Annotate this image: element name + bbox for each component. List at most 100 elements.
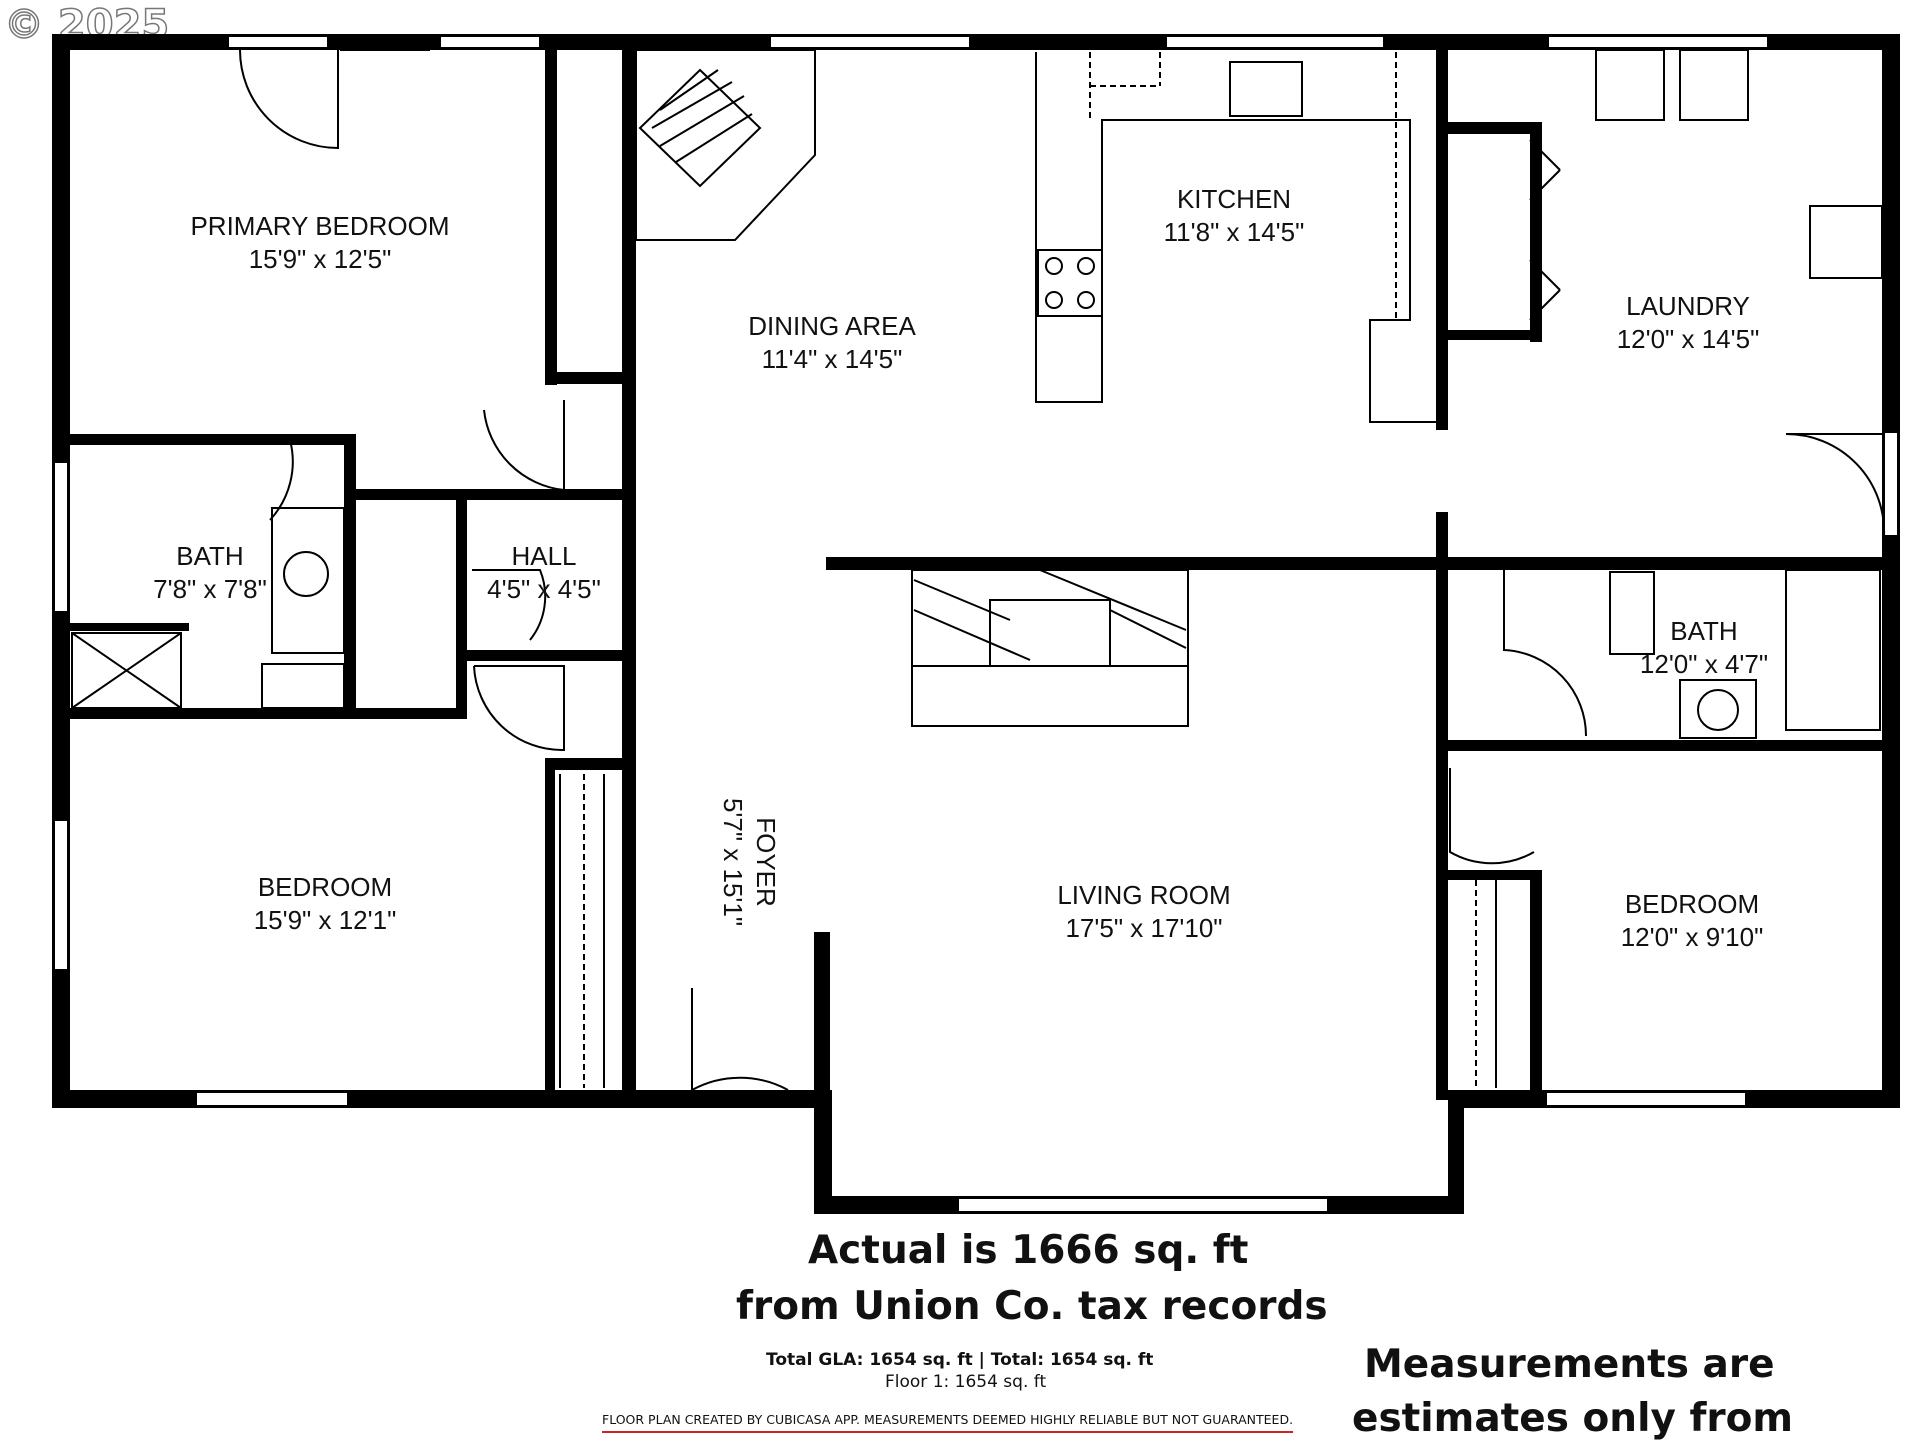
wall-living-top <box>826 557 1900 570</box>
floor-sqft: Floor 1: 1654 sq. ft <box>885 1372 1047 1392</box>
door-swing <box>472 569 547 641</box>
room-dims-bath2: 12'0" x 4'7" <box>1640 649 1768 679</box>
window <box>1883 431 1899 537</box>
wall-bath2-bottom <box>1448 740 1900 751</box>
wall-closet-bottom <box>545 372 635 384</box>
hearth-base <box>911 665 1189 727</box>
room-dims-living: 17'5" x 17'10" <box>1065 913 1222 943</box>
bath1-shower <box>71 632 182 709</box>
door-swing <box>1503 564 1588 737</box>
room-dims-kitchen: 11'8" x 14'5" <box>1164 217 1305 247</box>
wall-living-left <box>814 932 830 1102</box>
window <box>1165 35 1385 49</box>
room-dims-dining: 11'4" x 14'5" <box>762 344 903 374</box>
room-name-foyer: FOYER <box>751 817 781 907</box>
wall-laundry-closet-3 <box>1530 122 1542 342</box>
wall-bath-shower <box>64 623 189 631</box>
stove-hatch <box>638 68 762 188</box>
windows <box>53 35 1899 1213</box>
window <box>957 1197 1329 1213</box>
wall-laundry-closet-2 <box>1448 330 1538 340</box>
wall-laundry-closet <box>1448 122 1538 134</box>
wall-bed-closet-left <box>545 50 557 385</box>
corner-stove <box>635 49 816 241</box>
wall-bath-right <box>344 434 356 719</box>
wall-dining-left <box>622 50 636 1095</box>
wall-hall-bottom <box>467 650 634 661</box>
wall-bottom-left <box>52 1090 814 1108</box>
door-swing <box>1785 432 1886 537</box>
room-dims-bedroom1: 15'9" x 12'1" <box>254 905 397 935</box>
room-dims-bath1: 7'8" x 7'8" <box>153 574 267 604</box>
hearth <box>911 569 1189 667</box>
wall-bump-left <box>814 1090 832 1212</box>
measurements-note-line1: Measurements are <box>1364 1342 1775 1387</box>
wall-bed-closet-top <box>545 758 635 770</box>
kitchen-counter <box>1035 52 1436 423</box>
bath1-vanity <box>271 507 345 654</box>
door-swing <box>1449 768 1535 865</box>
room-name-hall: HALL <box>511 541 576 571</box>
bath2-sink <box>1697 689 1739 731</box>
washer <box>1595 49 1665 121</box>
dryer <box>1679 49 1749 121</box>
kitchen-sink <box>1229 61 1303 117</box>
window <box>227 35 329 49</box>
window <box>1547 35 1769 49</box>
room-name-kitchen: KITCHEN <box>1177 184 1291 214</box>
wall-bed2-closet-side <box>1530 870 1542 1090</box>
room-name-dining: DINING AREA <box>748 311 916 341</box>
wall-bump-right <box>1448 1090 1464 1212</box>
door-swing <box>239 49 339 150</box>
window <box>53 819 69 971</box>
room-name-living: LIVING ROOM <box>1057 880 1230 910</box>
window <box>195 1091 349 1107</box>
door-swing <box>473 665 565 752</box>
total-gla: Total GLA: 1654 sq. ft | Total: 1654 sq.… <box>766 1350 1154 1370</box>
bath1-sink <box>283 551 329 597</box>
room-name-bedroom2: BEDROOM <box>1625 889 1759 919</box>
window <box>769 35 971 49</box>
wall-bed2-closet <box>1448 870 1540 880</box>
wall-hall-top <box>344 489 634 500</box>
room-dims-foyer: 5'7" x 15'1" <box>718 798 748 926</box>
disclaimer: FLOOR PLAN CREATED BY CUBICASA APP. MEAS… <box>602 1412 1294 1433</box>
laundry-counter <box>1809 205 1883 279</box>
wall-living-right <box>1436 570 1448 1100</box>
room-dims-hall: 4'5" x 4'5" <box>487 574 601 604</box>
window <box>1545 1091 1747 1107</box>
wall-hall-left <box>456 489 467 719</box>
room-name-bath2: BATH <box>1670 616 1737 646</box>
fixtures <box>71 49 1883 739</box>
actual-sqft-line2: from Union Co. tax records <box>736 1284 1328 1329</box>
room-name-primary-bedroom: PRIMARY BEDROOM <box>190 211 449 241</box>
bath2-toilet <box>1609 571 1655 655</box>
doors <box>204 49 1886 1092</box>
measurements-note-line2: estimates only from <box>1352 1396 1794 1441</box>
room-name-laundry: LAUNDRY <box>1626 291 1750 321</box>
bath1-toilet <box>261 663 345 709</box>
door-swing <box>483 400 565 492</box>
kitchen-to-living-opening <box>1436 430 1448 512</box>
room-dims-primary-bedroom: 15'9" x 12'5" <box>249 244 392 274</box>
closet-sliders <box>547 108 1561 1088</box>
actual-sqft-line1: Actual is 1666 sq. ft <box>808 1228 1249 1273</box>
room-dims-bedroom2: 12'0" x 9'10" <box>1621 922 1764 952</box>
room-labels: PRIMARY BEDROOM 15'9" x 12'5" DINING ARE… <box>153 184 1768 952</box>
kitchen-cooktop <box>1037 249 1103 317</box>
firebox <box>989 599 1111 667</box>
door-swing <box>204 439 294 521</box>
bath2-tub <box>1785 569 1881 731</box>
bath2-vanity <box>1679 679 1757 739</box>
room-name-bedroom1: BEDROOM <box>258 872 392 902</box>
wall-bath-bottom <box>64 708 466 719</box>
window <box>53 461 69 613</box>
window <box>439 35 541 49</box>
wall-bed-closet-side <box>545 770 555 1090</box>
wall-right <box>1882 34 1900 1108</box>
room-dims-laundry: 12'0" x 14'5" <box>1617 324 1760 354</box>
room-name-bath1: BATH <box>176 541 243 571</box>
door-swing <box>691 988 789 1092</box>
wall-kitchen-right-lower <box>1436 512 1448 562</box>
